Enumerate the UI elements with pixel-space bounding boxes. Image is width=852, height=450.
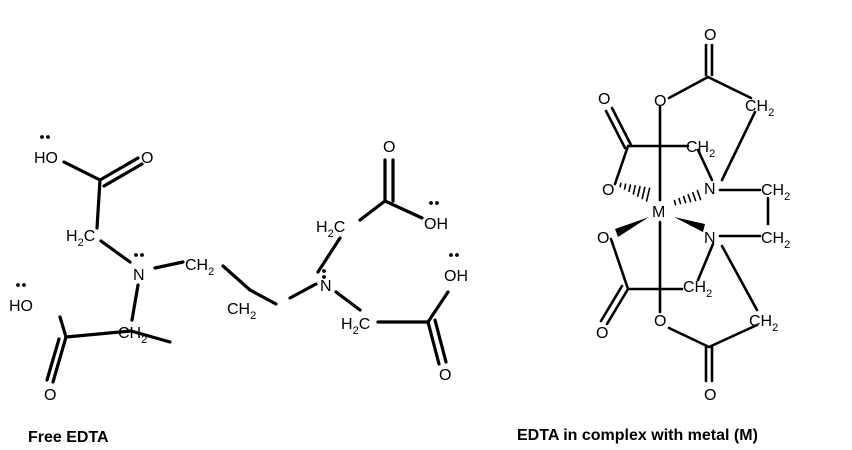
methylene-label: CH2: [227, 301, 256, 322]
methylene-label: CH2: [686, 139, 715, 160]
nitrogen-label: N: [320, 278, 332, 295]
coordination-wedges: [615, 182, 705, 237]
carbonyl-oxygen-label: O: [704, 387, 716, 404]
methylene-label: CH2: [745, 98, 774, 119]
carbonyl-oxygen-label: O: [141, 150, 153, 167]
free-edta-atom-labels: HO O H2C N CH2 HO CH2 O CH2 N H2C O OH: [9, 139, 468, 404]
carbonyl-oxygen-label: O: [598, 91, 610, 108]
complex-bonds: [599, 43, 770, 383]
hydroxyl-label: OH: [444, 268, 468, 285]
carbonyl-oxygen-label: O: [44, 387, 56, 404]
complex-atom-labels: O O CH2 O CH2 O N CH2 M O N CH2 CH2 O: [596, 27, 790, 404]
ether-oxygen-label: O: [597, 230, 609, 247]
methylene-label: H2C: [341, 316, 370, 337]
methylene-label: CH2: [185, 257, 214, 278]
hydroxyl-label: HO: [9, 298, 33, 315]
hydroxyl-label: HO: [34, 150, 58, 167]
free-edta-bonds: [45, 156, 450, 384]
nitrogen-label: N: [133, 267, 145, 284]
carbonyl-oxygen-label: O: [383, 139, 395, 156]
methylene-label: H2C: [66, 228, 95, 249]
methylene-label: CH2: [683, 279, 712, 300]
free-edta-structure: HO O H2C N CH2 HO CH2 O CH2 N H2C O OH: [9, 135, 468, 404]
nitrogen-label: N: [704, 181, 716, 198]
carbonyl-oxygen-label: O: [439, 367, 451, 384]
ether-oxygen-label: O: [654, 93, 666, 110]
ether-oxygen-label: O: [654, 313, 666, 330]
edta-metal-complex-structure: O O CH2 O CH2 O N CH2 M O N CH2 CH2 O: [596, 27, 790, 404]
methylene-label: CH2: [761, 182, 790, 203]
free-edta-caption: Free EDTA: [28, 429, 109, 446]
metal-label: M: [652, 204, 665, 221]
carbonyl-oxygen-label: O: [596, 325, 608, 342]
methylene-label: H2C: [316, 219, 345, 240]
methylene-label: CH2: [761, 230, 790, 251]
methylene-label: CH2: [749, 313, 778, 334]
nitrogen-label: N: [704, 230, 716, 247]
hydroxyl-label: OH: [424, 216, 448, 233]
lone-pair-dots: [16, 135, 459, 287]
carbonyl-oxygen-label: O: [704, 27, 716, 44]
methylene-label: CH2: [118, 325, 147, 346]
ether-oxygen-label: O: [602, 182, 614, 199]
complex-caption: EDTA in complex with metal (M): [517, 427, 758, 444]
